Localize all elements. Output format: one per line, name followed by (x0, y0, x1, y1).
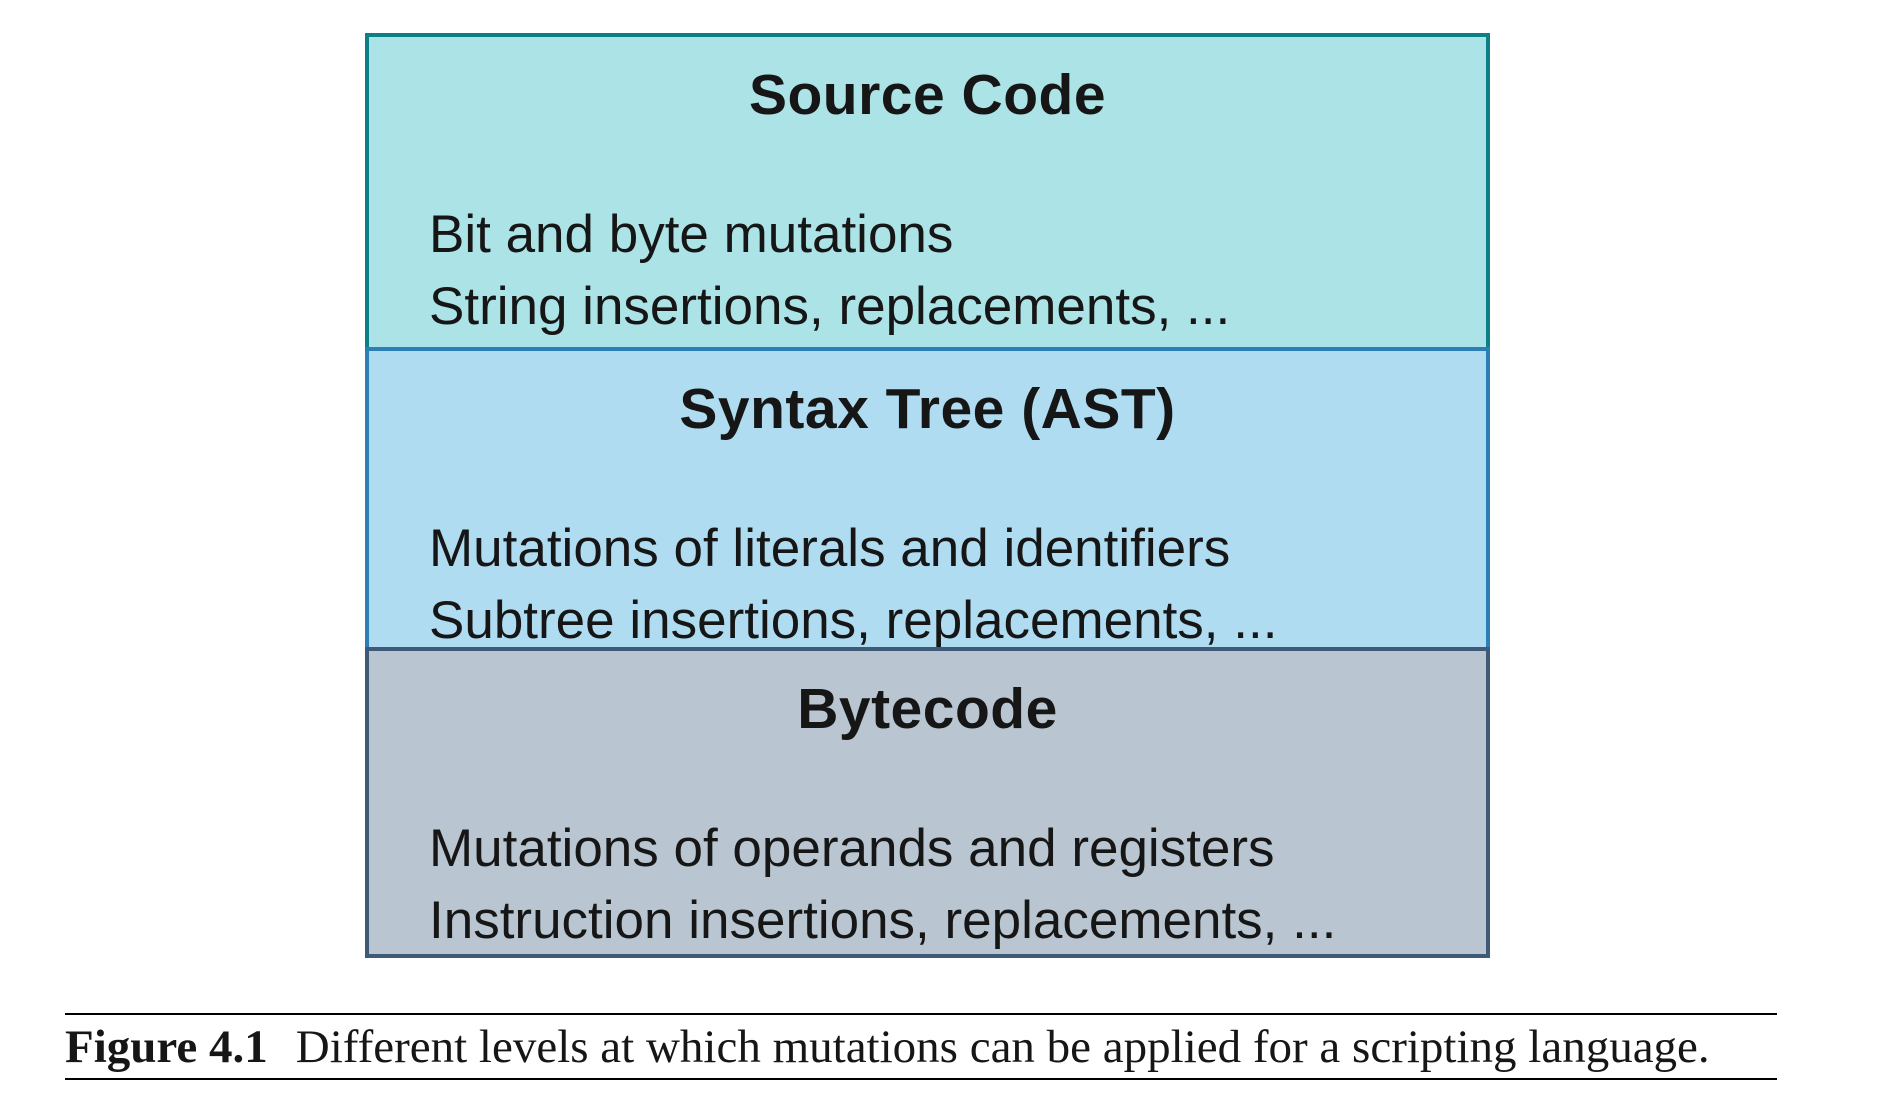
level-box-syntax-tree: Syntax Tree (AST) Mutations of literals … (365, 347, 1490, 651)
level-box-source-code: Source Code Bit and byte mutations Strin… (365, 33, 1490, 351)
mutation-line: Instruction insertions, replacements, ..… (429, 891, 1337, 951)
mutation-line: Subtree insertions, replacements, ... (429, 591, 1278, 651)
figure-caption-text: Different levels at which mutations can … (295, 1020, 1710, 1073)
mutation-line: Bit and byte mutations (429, 205, 954, 265)
level-body-source-code: Bit and byte mutations String insertions… (429, 199, 1466, 343)
level-body-bytecode: Mutations of operands and registers Inst… (429, 813, 1466, 957)
figure-caption: Figure 4.1 Different levels at which mut… (65, 1013, 1777, 1080)
level-title-syntax-tree: Syntax Tree (AST) (679, 377, 1176, 441)
figure-caption-label: Figure 4.1 (65, 1020, 268, 1073)
mutation-levels-diagram: Source Code Bit and byte mutations Strin… (365, 33, 1490, 958)
level-body-syntax-tree: Mutations of literals and identifiers Su… (429, 513, 1466, 657)
mutation-line: Mutations of literals and identifiers (429, 519, 1231, 579)
mutation-line: Mutations of operands and registers (429, 819, 1275, 879)
level-title-bytecode: Bytecode (797, 677, 1058, 741)
mutation-line: String insertions, replacements, ... (429, 277, 1231, 337)
level-title-source-code: Source Code (748, 63, 1107, 127)
level-box-bytecode: Bytecode Mutations of operands and regis… (365, 647, 1490, 958)
